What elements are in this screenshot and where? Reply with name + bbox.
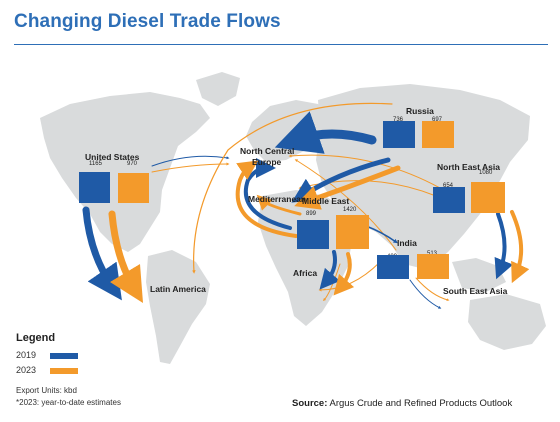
dest-label-latam: Latin America <box>150 284 206 294</box>
value-us-2019: 1165 <box>89 161 102 167</box>
bar-russia-2019 <box>383 121 415 148</box>
flow-us-latam-2019 <box>82 206 122 301</box>
value-me-2019: 899 <box>306 211 317 217</box>
value-nea-2023: 1080 <box>479 170 493 176</box>
land-asia <box>316 84 530 268</box>
region-label-nea: North East Asia <box>437 162 500 172</box>
flow-india-europe <box>294 159 397 251</box>
flow-nea-europe <box>288 154 441 189</box>
value-me-2023: 1420 <box>343 207 357 213</box>
title-divider <box>14 44 548 45</box>
value-nea-2019: 654 <box>443 183 454 189</box>
estimate-note: *2023: year-to-date estimates <box>16 398 121 407</box>
bar-me-2023 <box>336 215 369 249</box>
region-label-me: Middle East <box>302 196 350 206</box>
trade-flows <box>82 102 530 309</box>
dest-label-nce-2: Europe <box>252 157 282 167</box>
bar-nea-2023 <box>471 182 505 213</box>
region-label-russia: Russia <box>406 106 434 116</box>
flow-me-africa-2019 <box>319 250 341 290</box>
bar-us-2019 <box>79 172 110 203</box>
legend-label-2019: 2019 <box>16 350 37 360</box>
value-us-2023: 970 <box>127 161 138 167</box>
flow-india-sea-blue <box>409 279 442 309</box>
chart-title: Changing Diesel Trade Flows <box>14 11 281 32</box>
legend-label-2023: 2023 <box>16 365 37 375</box>
flow-me-africa-2023 <box>333 252 355 296</box>
flow-india-sea-orange <box>415 277 450 302</box>
legend-swatch-2019 <box>50 353 78 359</box>
flow-me-europe-2023 <box>235 160 298 238</box>
source-label: Source: <box>292 398 328 409</box>
land-north-america <box>40 92 210 252</box>
land-africa <box>258 190 352 326</box>
bar-us-2023 <box>118 173 149 203</box>
value-russia-2019: 736 <box>393 117 404 123</box>
flow-russia-med-2023 <box>294 165 401 210</box>
region-label-us: United States <box>85 152 140 162</box>
dest-label-nce-1: North Central <box>240 146 295 156</box>
bar-russia-2023 <box>422 121 454 148</box>
land-south-america <box>146 250 210 364</box>
source-text: Argus Crude and Refined Products Outlook <box>327 398 513 409</box>
flow-nea-sea-2023 <box>510 210 530 284</box>
bar-me-2019 <box>297 220 329 249</box>
flow-me-med-2023 <box>256 194 302 216</box>
value-russia-2023: 697 <box>432 117 443 123</box>
units-note: Export Units: kbd <box>16 386 77 395</box>
land-greenland <box>196 72 240 106</box>
flow-me-europe-2019 <box>243 158 292 230</box>
legend-swatch-2023 <box>50 368 78 374</box>
flow-us-europe-thin-orange <box>151 162 230 173</box>
flow-russia-europe-2019 <box>274 111 377 154</box>
bar-india-2023 <box>417 254 449 279</box>
legend-title: Legend <box>16 332 56 344</box>
flow-us-europe-thin-blue <box>151 155 230 167</box>
bar-india-2019 <box>377 255 409 279</box>
flow-us-latam-2023 <box>108 210 143 304</box>
land-southeast-asia <box>452 258 506 292</box>
region-label-india: India <box>397 238 417 248</box>
dest-label-africa: Africa <box>293 268 318 278</box>
source-line: Source: Argus Crude and Refined Products… <box>292 398 512 409</box>
land-australia <box>468 294 546 350</box>
dest-label-med: Mediterranean <box>248 194 307 204</box>
continents <box>40 72 546 364</box>
flow-russia-latam <box>192 102 393 274</box>
flow-nea-sea-2019 <box>494 212 514 280</box>
bar-nea-2019 <box>433 187 465 213</box>
dest-label-sea: South East Asia <box>443 286 508 296</box>
